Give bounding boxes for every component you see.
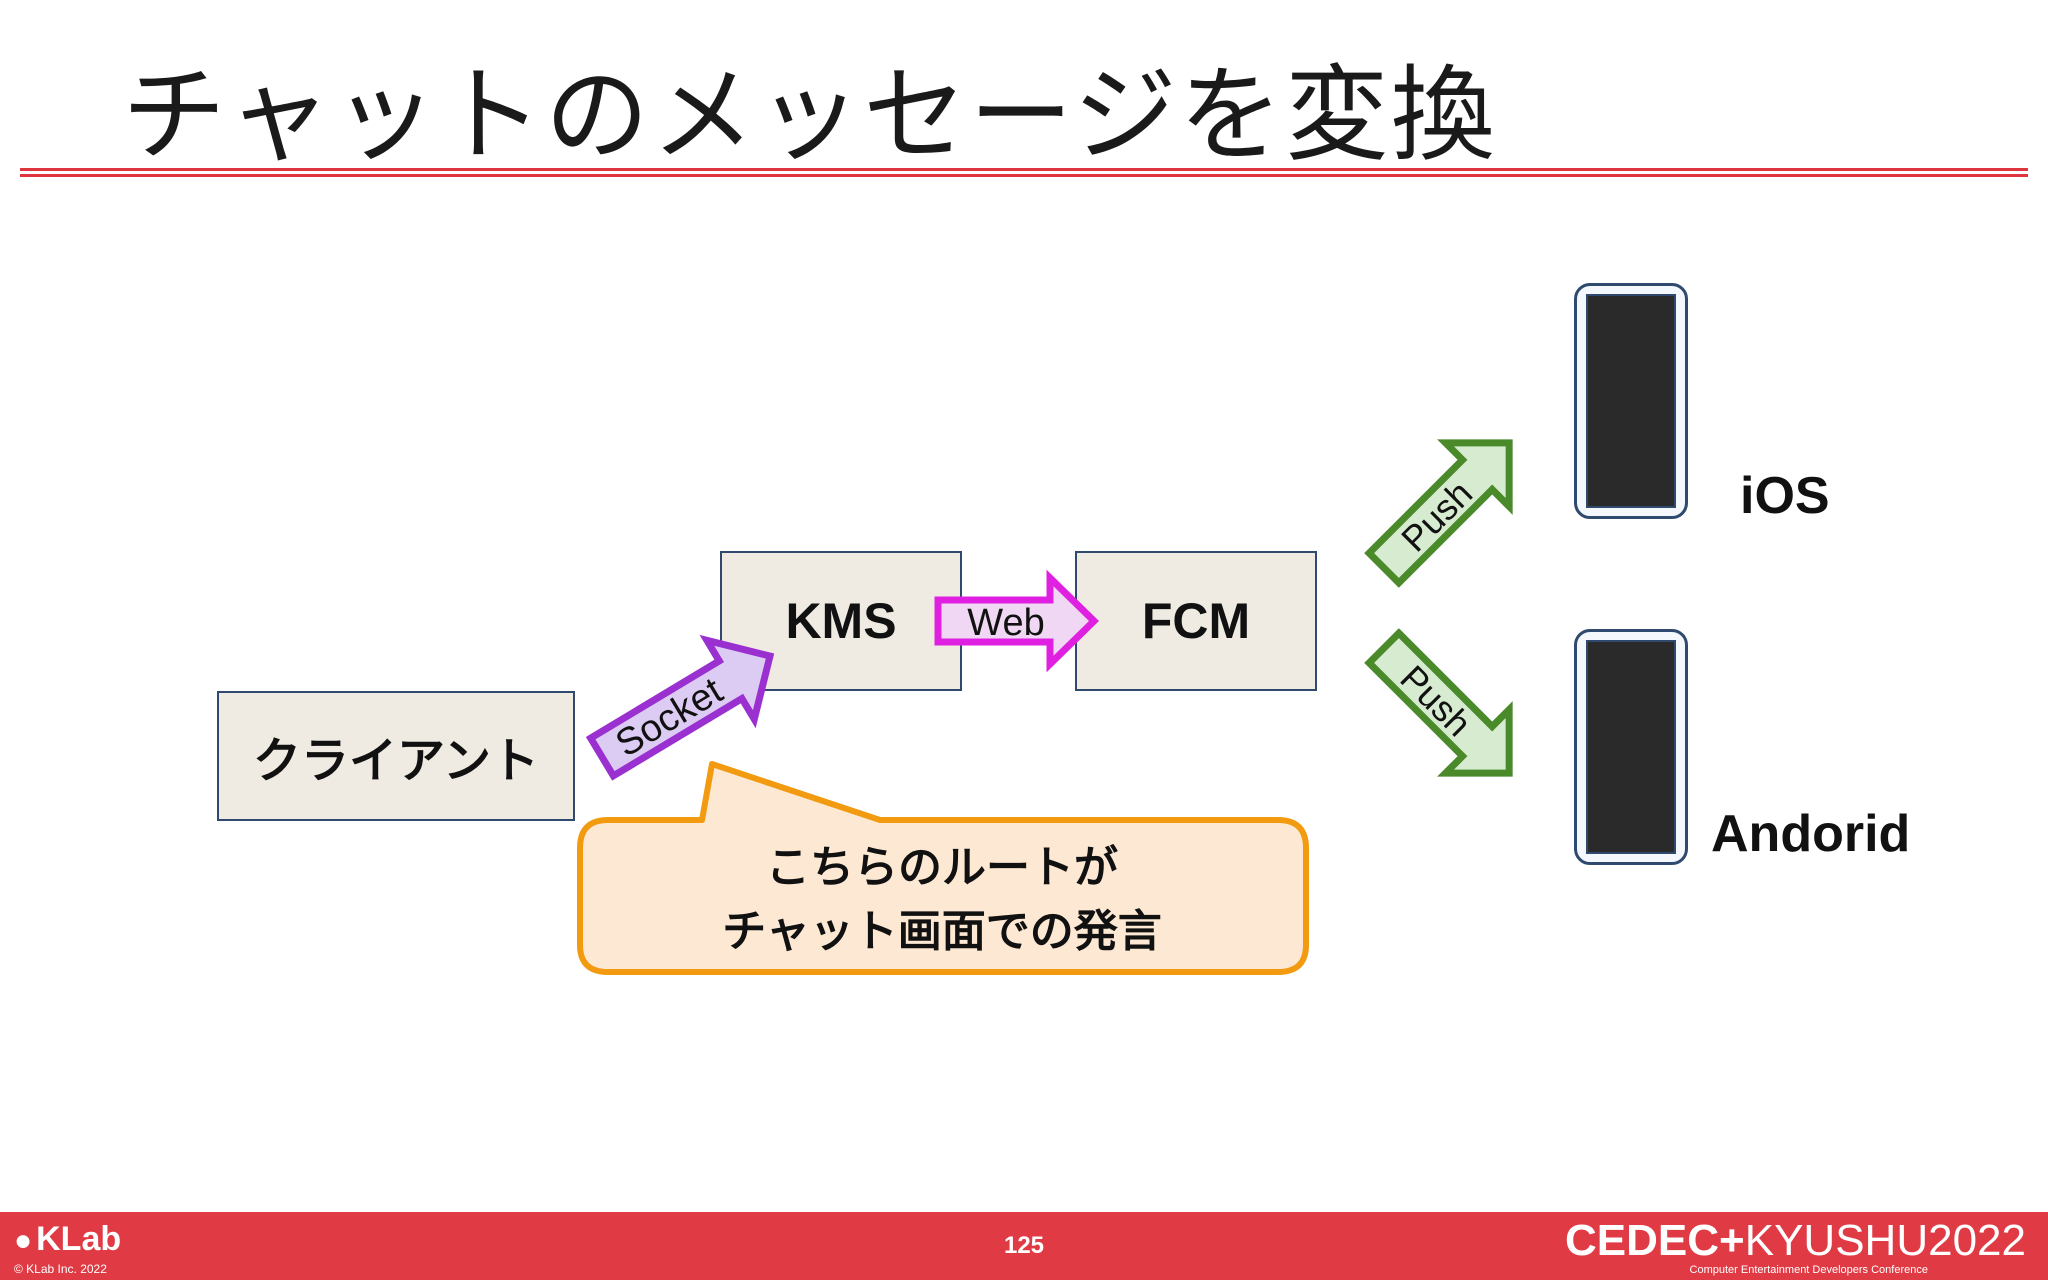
page-number: 125 xyxy=(1003,1232,1045,1259)
kms-label: KMS xyxy=(785,593,897,649)
web-label: Web xyxy=(967,602,1044,644)
web-arrow: Web xyxy=(934,569,1100,673)
title-underline-bottom xyxy=(20,174,2028,177)
fcm-label: FCM xyxy=(1141,593,1251,649)
conference-logo-right: KYUSHU2022 xyxy=(1744,1216,2026,1265)
push-android-arrow: Push xyxy=(1364,628,1513,777)
conference-subtitle: Computer Entertainment Developers Confer… xyxy=(1689,1264,1928,1276)
ios-phone-screen xyxy=(1586,294,1676,508)
klab-logo-icon: ● xyxy=(14,1224,33,1257)
socket-arrow: Socket xyxy=(585,634,775,781)
android-phone-screen xyxy=(1586,640,1676,854)
callout-text: こちらのルートが チャット画面での発言 xyxy=(584,836,1300,964)
copyright: © KLab Inc. 2022 xyxy=(14,1262,107,1276)
footer-bar: ●KLab © KLab Inc. 2022 125 CEDEC+KYUSHU2… xyxy=(0,1212,2048,1280)
conference-logo: CEDEC+KYUSHU2022 xyxy=(1565,1216,2026,1266)
callout-line-2: チャット画面での発言 xyxy=(722,906,1162,957)
android-label: Andorid xyxy=(1711,805,1911,863)
callout-bubble xyxy=(577,761,1309,975)
client-label: クライアント xyxy=(252,733,540,789)
conference-logo-left: CEDEC+ xyxy=(1565,1216,1745,1265)
callout-line-1: こちらのルートが xyxy=(766,842,1118,893)
client-box: クライアント xyxy=(217,691,575,821)
slide-title: チャットのメッセージを変換 xyxy=(122,54,1497,176)
push-ios-arrow: Push xyxy=(1364,439,1513,588)
ios-phone-icon xyxy=(1574,283,1688,519)
klab-logo: ●KLab xyxy=(14,1220,121,1259)
klab-logo-text: KLab xyxy=(36,1220,122,1258)
android-phone-icon xyxy=(1574,629,1688,865)
title-underline-top xyxy=(20,168,2028,171)
fcm-box: FCM xyxy=(1075,551,1317,691)
ios-label: iOS xyxy=(1740,467,1830,525)
